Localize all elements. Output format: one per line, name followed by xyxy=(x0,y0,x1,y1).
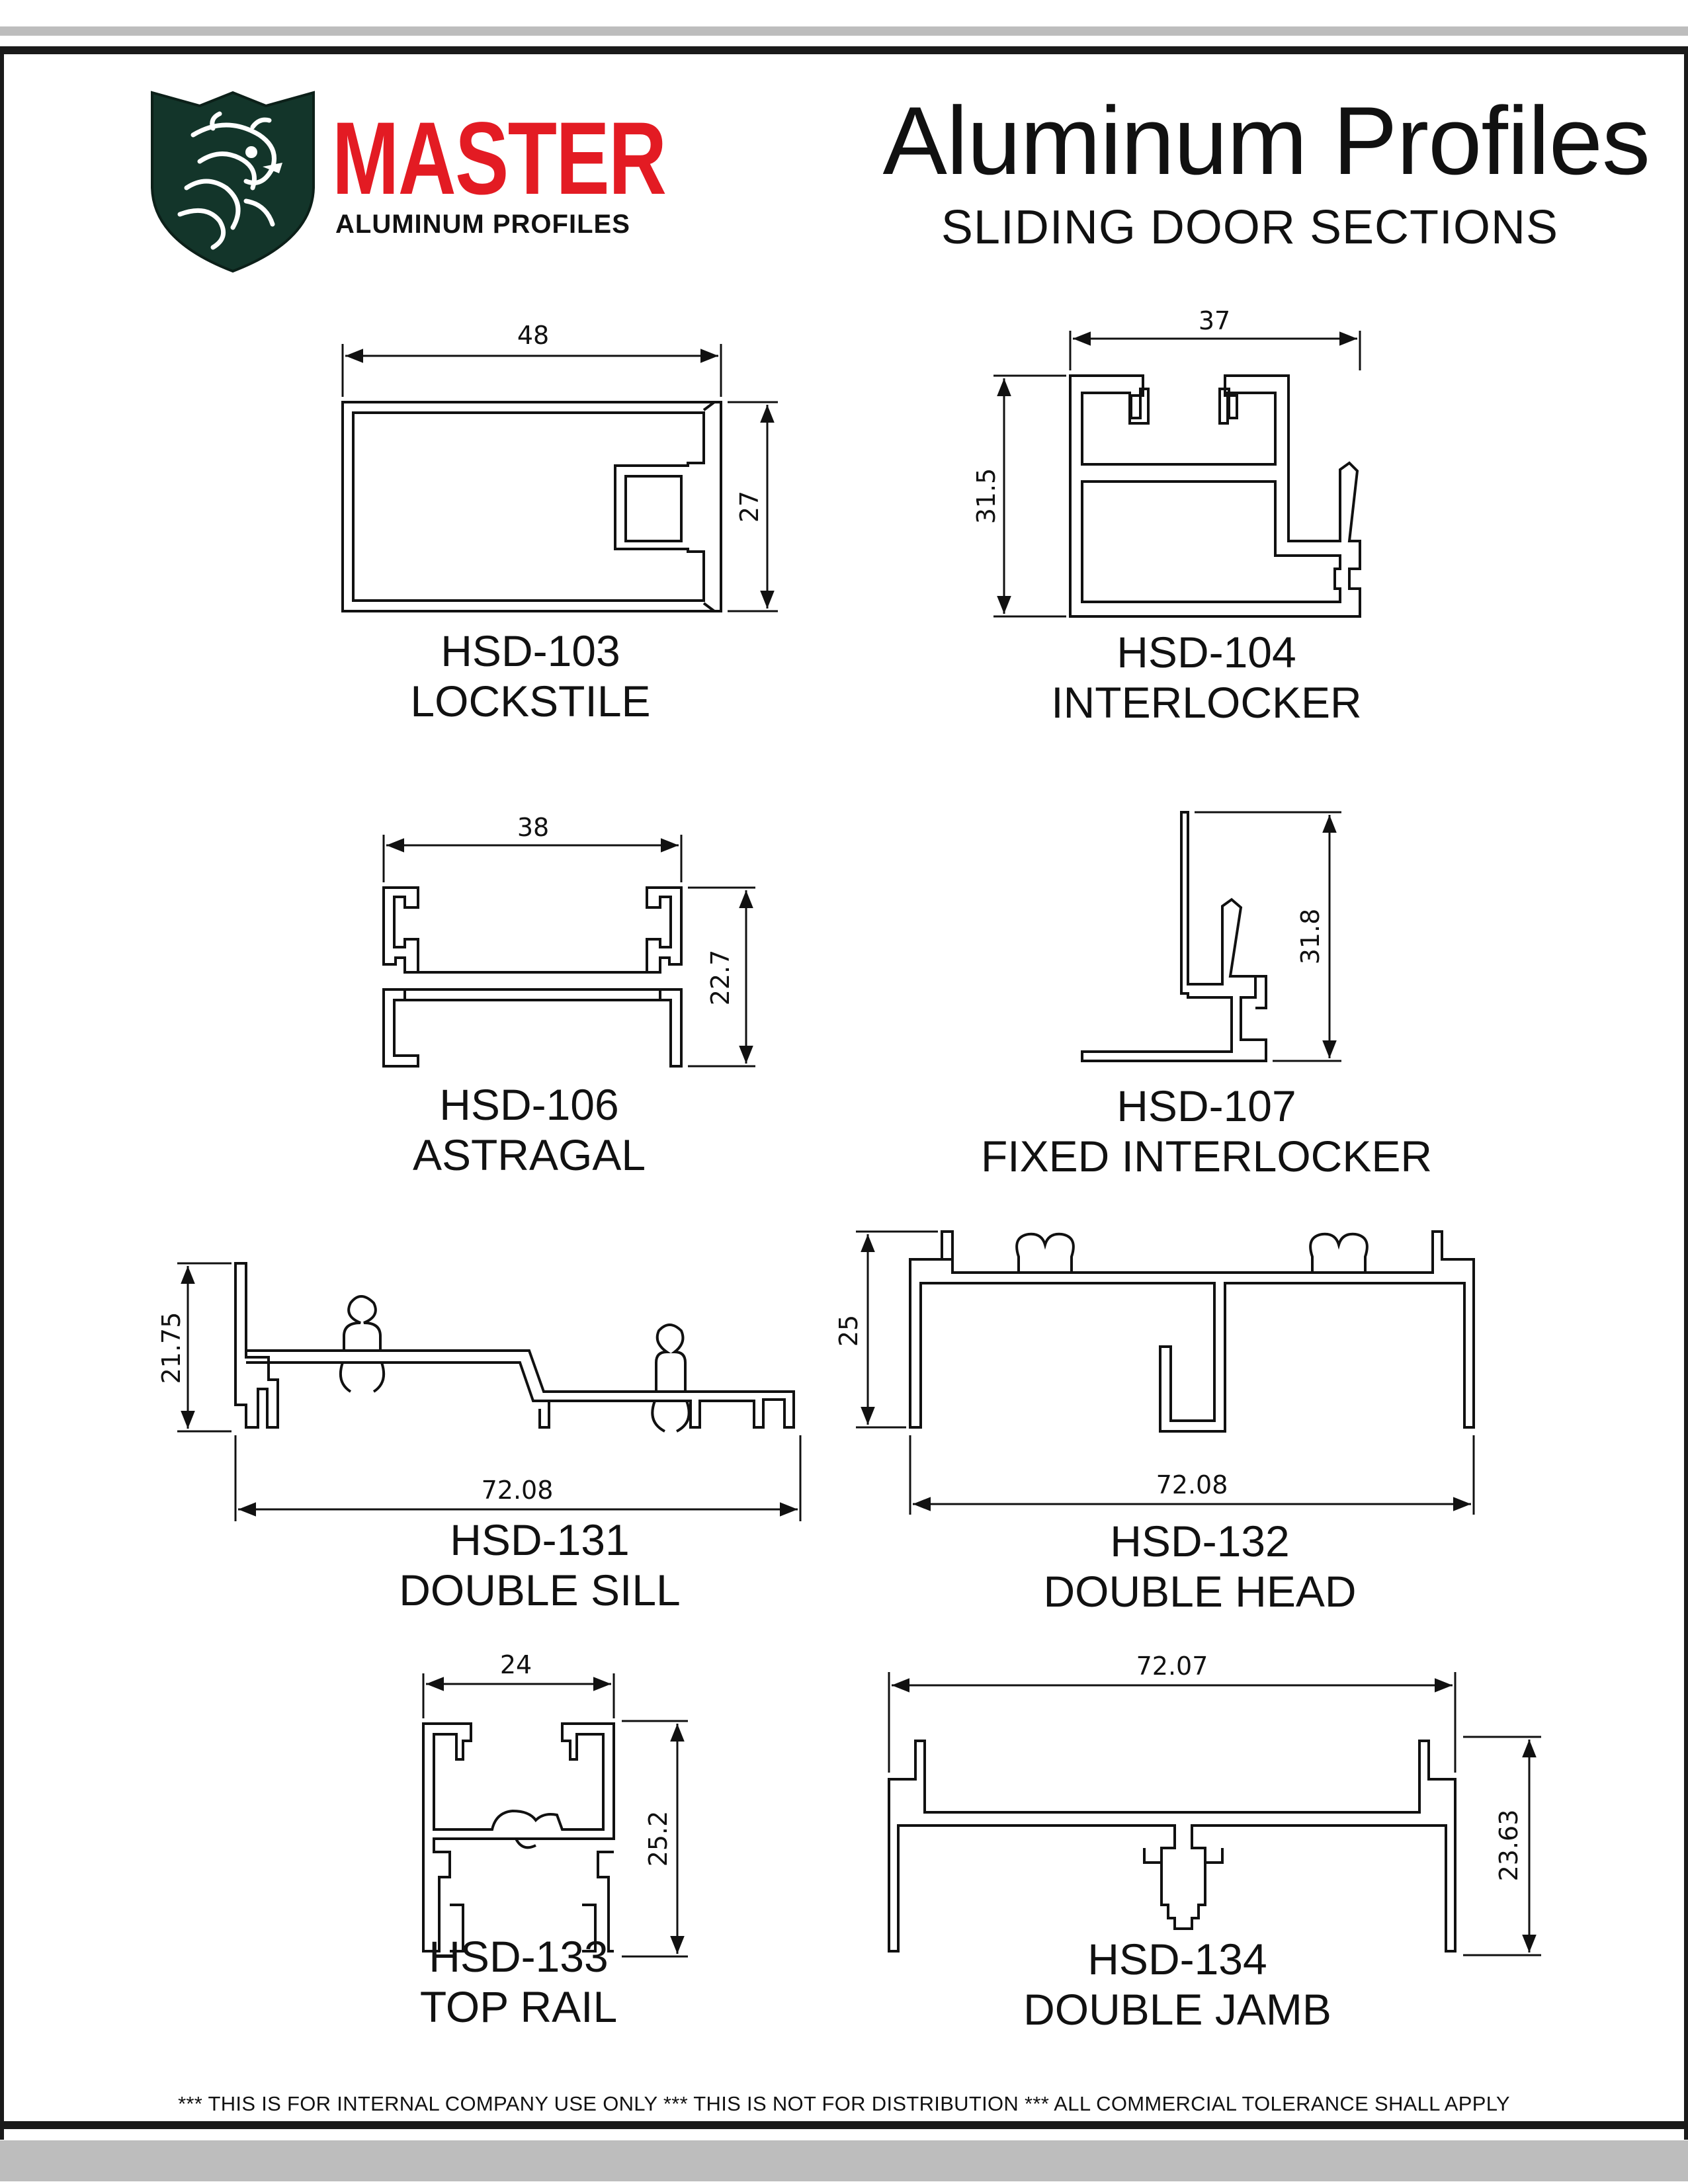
profile-name: ASTRAGAL xyxy=(412,1130,646,1179)
caption-hsd-106: HSD-106 ASTRAGAL xyxy=(232,1079,827,1180)
profile-name: DOUBLE JAMB xyxy=(1023,1985,1331,2034)
caption-hsd-133: HSD-133 TOP RAIL xyxy=(221,1931,816,2032)
profile-code: HSD-132 xyxy=(1110,1517,1290,1566)
page-subtitle: SLIDING DOOR SECTIONS xyxy=(941,201,1558,254)
dim-103-width: 48 xyxy=(517,321,549,350)
profile-code: HSD-131 xyxy=(450,1515,630,1564)
profile-hsd-131 xyxy=(234,1262,795,1433)
profile-hsd-106 xyxy=(382,886,683,1068)
brand-name: MASTER xyxy=(332,101,667,216)
left-border xyxy=(0,46,4,2140)
dim-107-height: 31.8 xyxy=(1296,909,1325,965)
profile-hsd-103 xyxy=(341,401,722,612)
profile-name: DOUBLE SILL xyxy=(399,1566,681,1615)
caption-hsd-104: HSD-104 INTERLOCKER xyxy=(909,627,1504,728)
profile-name: DOUBLE HEAD xyxy=(1043,1567,1357,1616)
dim-131-height: 21.75 xyxy=(157,1312,186,1384)
profile-hsd-132 xyxy=(909,1230,1475,1433)
profile-name: LOCKSTILE xyxy=(410,677,651,726)
top-band-grey xyxy=(0,26,1688,36)
profile-code: HSD-133 xyxy=(429,1932,609,1981)
profile-hsd-104 xyxy=(1069,374,1361,618)
footer-notice: *** THIS IS FOR INTERNAL COMPANY USE ONL… xyxy=(178,2092,1510,2115)
dragon-shield-icon xyxy=(151,91,315,273)
brand-tagline: ALUMINUM PROFILES xyxy=(335,210,630,239)
profile-hsd-134 xyxy=(888,1740,1456,1953)
caption-hsd-131: HSD-131 DOUBLE SILL xyxy=(242,1515,837,1615)
profile-code: HSD-104 xyxy=(1117,628,1296,677)
dim-131-width: 72.08 xyxy=(482,1476,554,1505)
profile-code: HSD-134 xyxy=(1087,1935,1267,1984)
profile-code: HSD-103 xyxy=(441,626,620,675)
dim-134-height: 23.63 xyxy=(1494,1810,1523,1882)
right-border xyxy=(1684,46,1688,2140)
profile-code: HSD-107 xyxy=(1117,1081,1296,1130)
profile-name: INTERLOCKER xyxy=(1051,678,1362,727)
profile-hsd-107 xyxy=(1081,811,1267,1062)
top-band-dark xyxy=(0,46,1688,54)
dim-133-height: 25.2 xyxy=(644,1811,673,1867)
caption-hsd-107: HSD-107 FIXED INTERLOCKER xyxy=(909,1081,1504,1181)
dim-106-width: 38 xyxy=(517,813,549,842)
dim-134-width: 72.07 xyxy=(1136,1652,1208,1681)
brand-logo: MASTER ALUMINUM PROFILES xyxy=(147,89,667,280)
caption-hsd-132: HSD-132 DOUBLE HEAD xyxy=(902,1516,1498,1617)
dim-106-height: 22.7 xyxy=(706,950,735,1006)
dim-104-width: 37 xyxy=(1199,306,1230,335)
bottom-band-grey xyxy=(0,2140,1688,2181)
dim-104-height: 31.5 xyxy=(972,468,1001,525)
profile-name: FIXED INTERLOCKER xyxy=(980,1132,1433,1181)
caption-hsd-134: HSD-134 DOUBLE JAMB xyxy=(880,1934,1475,2035)
dim-132-width: 72.08 xyxy=(1156,1470,1228,1499)
dim-133-width: 24 xyxy=(500,1650,532,1679)
dim-103-height: 27 xyxy=(735,491,764,523)
page-title: Aluminum Profiles xyxy=(882,87,1650,194)
bottom-band-dark xyxy=(0,2121,1688,2129)
profile-hsd-133 xyxy=(422,1722,615,1953)
profile-name: TOP RAIL xyxy=(419,1982,618,2031)
caption-hsd-103: HSD-103 LOCKSTILE xyxy=(233,626,828,726)
profile-code: HSD-106 xyxy=(439,1080,619,1129)
dim-132-height: 25 xyxy=(834,1315,863,1347)
